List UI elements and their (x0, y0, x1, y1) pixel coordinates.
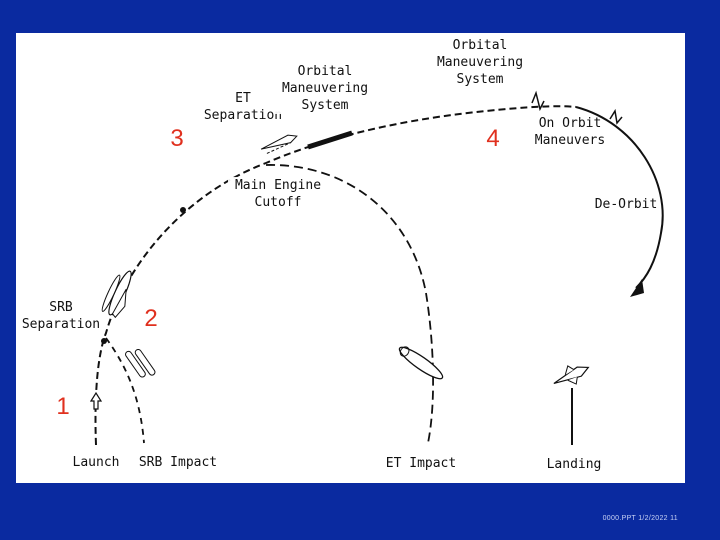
on-orbit-label: On Orbit Maneuvers (534, 116, 606, 148)
shuttle-stack-icon (101, 270, 132, 319)
slide-footer: 0000.PPT 1/2/2022 11 (602, 515, 678, 522)
ascent-trajectory (94, 105, 577, 446)
et-fall-trajectory (265, 164, 434, 444)
marker-2: 2 (136, 305, 166, 335)
de-orbit-arrowhead (630, 279, 644, 297)
landing-label: Landing (526, 456, 622, 473)
srb-boosters-icon (125, 348, 156, 378)
on-orbit-trajectory (575, 106, 664, 289)
srb-impact-label: SRB Impact (134, 454, 222, 471)
marker-3: 3 (162, 125, 192, 155)
mission-profile-diagram (89, 90, 664, 446)
main-engine-cutoff-label: Main Engine Cutoff (228, 177, 328, 211)
landing-orbiter-icon (553, 365, 590, 385)
marker-4: 4 (478, 125, 508, 155)
et-separation-shuttle-icon (260, 134, 298, 154)
launch-label: Launch (64, 454, 128, 471)
orbit-break-mark-1 (531, 90, 545, 112)
et-impact-label: ET Impact (380, 455, 462, 472)
srb-separation-dot (101, 338, 107, 344)
launch-arrow-icon (89, 391, 103, 410)
main-engine-cutoff-dot (180, 207, 186, 213)
orbit-break-mark-2 (609, 108, 623, 125)
diagram-panel: Launch SRB Separation SRB Impact ET Sepa… (16, 33, 685, 483)
oms-label-1: Orbital Maneuvering System (274, 63, 376, 114)
oms-burn-segment (307, 130, 353, 150)
external-tank-icon (398, 346, 444, 380)
srb-separation-label: SRB Separation (21, 300, 101, 332)
de-orbit-label: De-Orbit (594, 197, 658, 212)
marker-1: 1 (48, 393, 78, 423)
srb-fall-trajectory (105, 337, 145, 444)
et-separation-label: ET Separation (202, 90, 284, 124)
oms-label-2: Orbital Maneuvering System (428, 37, 532, 88)
